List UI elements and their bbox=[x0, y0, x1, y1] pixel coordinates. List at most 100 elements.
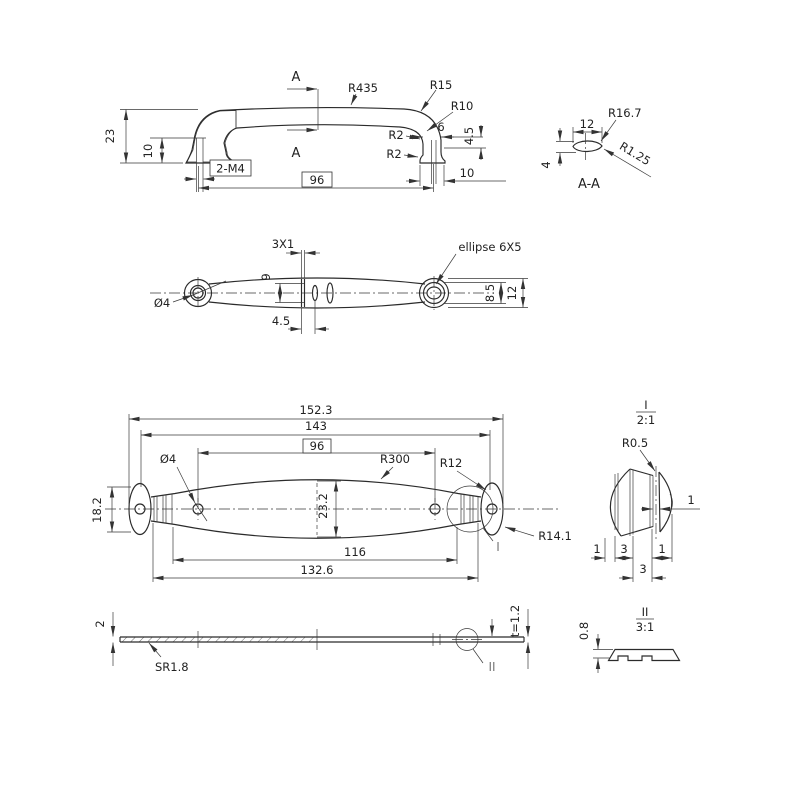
detail-ii-circle bbox=[455, 628, 479, 651]
detail-ii-outline bbox=[607, 648, 681, 662]
detail-ii-mark: II bbox=[488, 660, 495, 674]
thread-label: 2-M4 bbox=[216, 162, 245, 176]
dim-10-hole-label: 10 bbox=[141, 144, 155, 159]
left-ribs bbox=[153, 494, 173, 524]
front-dia4-label: Ø4 bbox=[160, 452, 176, 466]
front-view: I 152.3 143 96 Ø4 R300 R12 23.2 18.2 116… bbox=[90, 403, 572, 582]
plan-body-edges bbox=[208, 277, 426, 309]
plan-view: 3X1 9 Ø4 4.5 ellipse 6X5 8.5 12 bbox=[150, 237, 528, 334]
dim-3x1-label: 3X1 bbox=[272, 237, 295, 251]
section-label-top: A bbox=[292, 70, 301, 85]
dim-182-label: 18.2 bbox=[90, 497, 104, 523]
detail-i-view: I 2:1 R0.5 1 1 3 1 3 bbox=[591, 398, 700, 582]
r2-lower-leader bbox=[403, 153, 419, 158]
r300-label: R300 bbox=[380, 452, 410, 466]
r10-label: R10 bbox=[451, 99, 474, 113]
front-dia4-leader-tail bbox=[194, 502, 208, 522]
r141-label: R14.1 bbox=[538, 529, 572, 543]
detail-i-dim3a-label: 3 bbox=[620, 542, 627, 556]
detail-i-circle bbox=[446, 485, 494, 533]
dim-232-label: 23.2 bbox=[316, 493, 330, 519]
detail-i-dim3b-label: 3 bbox=[639, 562, 646, 576]
dim-143-label: 143 bbox=[305, 419, 327, 433]
dim-1326-label: 132.6 bbox=[301, 563, 334, 577]
dim-1523-label: 152.3 bbox=[300, 403, 333, 417]
front-dia4-leader bbox=[176, 466, 196, 504]
r125-label: R1.25 bbox=[617, 139, 653, 168]
ellipse-note-label: ellipse 6X5 bbox=[458, 240, 521, 254]
detail-i-ribs bbox=[614, 469, 654, 536]
detail-ii-title-num: II bbox=[642, 605, 649, 619]
strip-outline bbox=[119, 636, 525, 643]
detail-ii-leader bbox=[472, 648, 484, 664]
section-lens bbox=[572, 140, 603, 153]
dia4-leader-tail bbox=[192, 280, 227, 296]
dim-96-box-front bbox=[302, 438, 332, 454]
detail-ii-title-scale: 3:1 bbox=[636, 620, 655, 634]
left-cap-hole bbox=[134, 503, 146, 515]
dim-96-label: 96 bbox=[310, 173, 325, 187]
section-label-bottom: A bbox=[292, 146, 301, 161]
detail-i-ext-lines bbox=[604, 514, 673, 582]
t12-label: t=1.2 bbox=[508, 605, 522, 637]
r141-leader bbox=[504, 526, 535, 537]
r167-leader bbox=[600, 119, 617, 142]
plan-dim45-label: 4.5 bbox=[272, 314, 290, 328]
plan-extension-lines bbox=[275, 250, 528, 334]
r2-upper-leader bbox=[405, 134, 421, 140]
dim-116-label: 116 bbox=[344, 545, 366, 559]
ellipse-leader bbox=[435, 253, 457, 285]
dim-23-label: 23 bbox=[103, 129, 117, 144]
right-cap-ellipse bbox=[480, 482, 504, 536]
r05-label: R0.5 bbox=[622, 436, 648, 450]
thread-box bbox=[209, 159, 252, 177]
plan-dim12-label: 12 bbox=[505, 286, 519, 301]
strip-ticks bbox=[197, 629, 441, 650]
plan-dia4-label: Ø4 bbox=[154, 296, 170, 310]
sr18-label: SR1.8 bbox=[155, 660, 189, 674]
dim-2-label: 2 bbox=[93, 620, 107, 627]
strip-hatch bbox=[122, 637, 314, 642]
handle-outline bbox=[185, 106, 446, 164]
groove-lens-small bbox=[311, 284, 319, 302]
sr18-leader bbox=[148, 642, 162, 658]
dim-10-leg-label: 10 bbox=[460, 166, 475, 180]
detail-i-outline bbox=[609, 468, 673, 537]
r300-leader bbox=[380, 466, 394, 480]
detail-i-dim1a-label: 1 bbox=[593, 542, 600, 556]
detail-i-title-num: I bbox=[644, 398, 647, 412]
r2-upper-label: R2 bbox=[388, 128, 403, 142]
right-cap-hole bbox=[486, 503, 498, 515]
detail-i-hole-arc bbox=[669, 493, 673, 513]
thread-hole-gap bbox=[196, 137, 203, 164]
r2-lower-label: R2 bbox=[386, 147, 401, 161]
r167-label: R16.7 bbox=[608, 106, 642, 120]
detail-i-gap-label: 1 bbox=[687, 493, 694, 507]
detail-i-title-scale: 2:1 bbox=[637, 413, 656, 427]
foot-hatch bbox=[186, 110, 237, 163]
r10-leader bbox=[426, 111, 454, 132]
section-title: A-A bbox=[578, 177, 600, 192]
detail-i-mark: I bbox=[496, 540, 500, 554]
strip-view: II 2 SR1.8 t=1.2 bbox=[93, 605, 531, 674]
dim-45-label: 4.5 bbox=[462, 127, 476, 145]
side-view: A A R435 R15 R10 R2 R2 23 10 2-M4 96 bbox=[103, 70, 506, 192]
dia4-leader bbox=[172, 294, 194, 303]
r435-label: R435 bbox=[348, 81, 378, 95]
r125-leader bbox=[603, 148, 652, 178]
groove-lens-large bbox=[326, 282, 334, 304]
dim-08-label: 0.8 bbox=[577, 622, 591, 640]
dim-85-label: 8.5 bbox=[483, 284, 497, 302]
r15-label: R15 bbox=[430, 78, 453, 92]
r05-leader bbox=[639, 449, 656, 472]
detail-i-leader bbox=[482, 527, 494, 542]
front-extension-lines bbox=[107, 414, 504, 582]
dim-96-box bbox=[301, 171, 333, 188]
dim-96-label-front: 96 bbox=[310, 439, 325, 453]
thread-hole-lines bbox=[194, 137, 437, 192]
r15-leader bbox=[420, 89, 437, 112]
dim-12-label: 12 bbox=[580, 117, 595, 131]
left-cap-ellipse bbox=[128, 482, 152, 536]
r435-leader bbox=[350, 93, 358, 106]
dim-4-label: 4 bbox=[539, 161, 553, 168]
